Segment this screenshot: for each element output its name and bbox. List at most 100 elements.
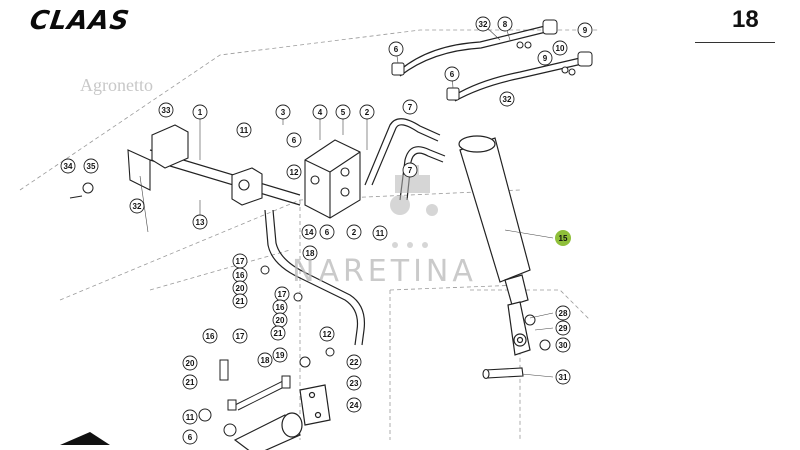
callout-c7a: 7 xyxy=(402,99,418,115)
callout-label: 8 xyxy=(503,20,508,29)
callout-label: 30 xyxy=(559,341,568,350)
callout-label: 21 xyxy=(274,329,283,338)
callout-label: 11 xyxy=(240,126,249,135)
callout-c17b: 17 xyxy=(274,286,290,302)
callout-c33: 33 xyxy=(158,102,174,118)
callout-c8: 8 xyxy=(497,16,513,32)
callout-c17a: 17 xyxy=(232,253,248,269)
clamp-assembly xyxy=(127,124,263,206)
callout-label: 15 xyxy=(559,234,568,243)
callout-label: 20 xyxy=(186,359,195,368)
callout-label: 32 xyxy=(133,202,142,211)
callout-c21b: 21 xyxy=(270,325,286,341)
callout-c20b: 20 xyxy=(272,312,288,328)
callout-c18a: 18 xyxy=(302,245,318,261)
callout-label: 2 xyxy=(352,228,357,237)
callout-label: 28 xyxy=(559,309,568,318)
callout-label: 7 xyxy=(408,103,413,112)
callout-label: 16 xyxy=(236,271,245,280)
callout-c32b: 32 xyxy=(499,91,515,107)
callout-c32a: 32 xyxy=(475,16,491,32)
callout-label: 16 xyxy=(206,332,215,341)
callout-label: 22 xyxy=(350,358,359,367)
callout-c11c: 11 xyxy=(182,409,198,425)
accumulator xyxy=(233,384,331,450)
callout-c10: 10 xyxy=(552,40,568,56)
callout-c19: 19 xyxy=(272,347,288,363)
page-corner-mark xyxy=(60,432,110,445)
callout-label: 33 xyxy=(162,106,171,115)
callout-label: 6 xyxy=(292,136,297,145)
callout-label: 6 xyxy=(394,45,399,54)
callout-label: 17 xyxy=(278,290,287,299)
callout-label: 18 xyxy=(306,249,315,258)
callout-label: 20 xyxy=(276,316,285,325)
callout-label: 29 xyxy=(559,324,568,333)
callout-c16b: 16 xyxy=(272,299,288,315)
callout-c2: 2 xyxy=(359,104,375,120)
page-number-rule xyxy=(695,42,775,43)
callout-c17c: 17 xyxy=(232,328,248,344)
pin-31 xyxy=(482,367,524,380)
callout-c20c: 20 xyxy=(182,355,198,371)
callout-c16c: 16 xyxy=(202,328,218,344)
callout-label: 18 xyxy=(261,356,270,365)
callout-c18b: 18 xyxy=(257,352,273,368)
callout-c30: 30 xyxy=(555,337,571,353)
callout-label: 23 xyxy=(350,379,359,388)
callout-label: 35 xyxy=(87,162,96,171)
page-number: 18 xyxy=(732,6,759,33)
callout-c35: 35 xyxy=(83,158,99,174)
callout-c7b: 7 xyxy=(402,162,418,178)
callout-c9b: 9 xyxy=(537,50,553,66)
callout-label: 6 xyxy=(450,70,455,79)
callout-c31: 31 xyxy=(555,369,571,385)
valve-block xyxy=(304,139,361,219)
callout-c9: 9 xyxy=(577,22,593,38)
callout-c23: 23 xyxy=(346,375,362,391)
callout-c3: 3 xyxy=(275,104,291,120)
callout-c29: 29 xyxy=(555,320,571,336)
callout-c12b: 12 xyxy=(319,326,335,342)
watermark-agronetto: Agronetto xyxy=(80,75,153,95)
callout-label: 17 xyxy=(236,257,245,266)
bolt-parts xyxy=(69,182,551,437)
callout-label: 31 xyxy=(559,373,568,382)
callout-label: 16 xyxy=(276,303,285,312)
callout-c11b: 11 xyxy=(372,225,388,241)
callout-label: 1 xyxy=(198,108,203,117)
callout-label: 6 xyxy=(188,433,193,442)
callout-c5: 5 xyxy=(335,104,351,120)
callout-c2b: 2 xyxy=(346,224,362,240)
callout-label: 3 xyxy=(281,108,286,117)
callout-c32c: 32 xyxy=(129,198,145,214)
callout-c6e: 6 xyxy=(182,429,198,445)
claas-logo: CLAAS xyxy=(27,6,132,36)
watermark-naretina: NARETINA xyxy=(292,254,477,289)
callout-label: 24 xyxy=(350,401,359,410)
callout-c24: 24 xyxy=(346,397,362,413)
callout-label: 34 xyxy=(64,162,73,171)
callout-c16a: 16 xyxy=(232,267,248,283)
callout-label: 13 xyxy=(196,218,205,227)
callout-c6a: 6 xyxy=(388,41,404,57)
callout-c14: 14 xyxy=(301,224,317,240)
callout-label: 32 xyxy=(503,95,512,104)
callout-c21c: 21 xyxy=(182,374,198,390)
callout-c1: 1 xyxy=(192,104,208,120)
callout-c6b: 6 xyxy=(444,66,460,82)
callout-label: 14 xyxy=(305,228,314,237)
callout-c21a: 21 xyxy=(232,293,248,309)
hydraulic-cylinder xyxy=(458,135,531,356)
callout-c13: 13 xyxy=(192,214,208,230)
callout-label: 12 xyxy=(323,330,332,339)
hydraulic-hoses xyxy=(364,25,583,201)
callout-label: 11 xyxy=(186,413,195,422)
callout-c11a: 11 xyxy=(236,122,252,138)
callout-c22: 22 xyxy=(346,354,362,370)
callout-label: 9 xyxy=(583,26,588,35)
callout-c12a: 12 xyxy=(286,164,302,180)
callout-label: 20 xyxy=(236,284,245,293)
callout-label: 11 xyxy=(376,229,385,238)
